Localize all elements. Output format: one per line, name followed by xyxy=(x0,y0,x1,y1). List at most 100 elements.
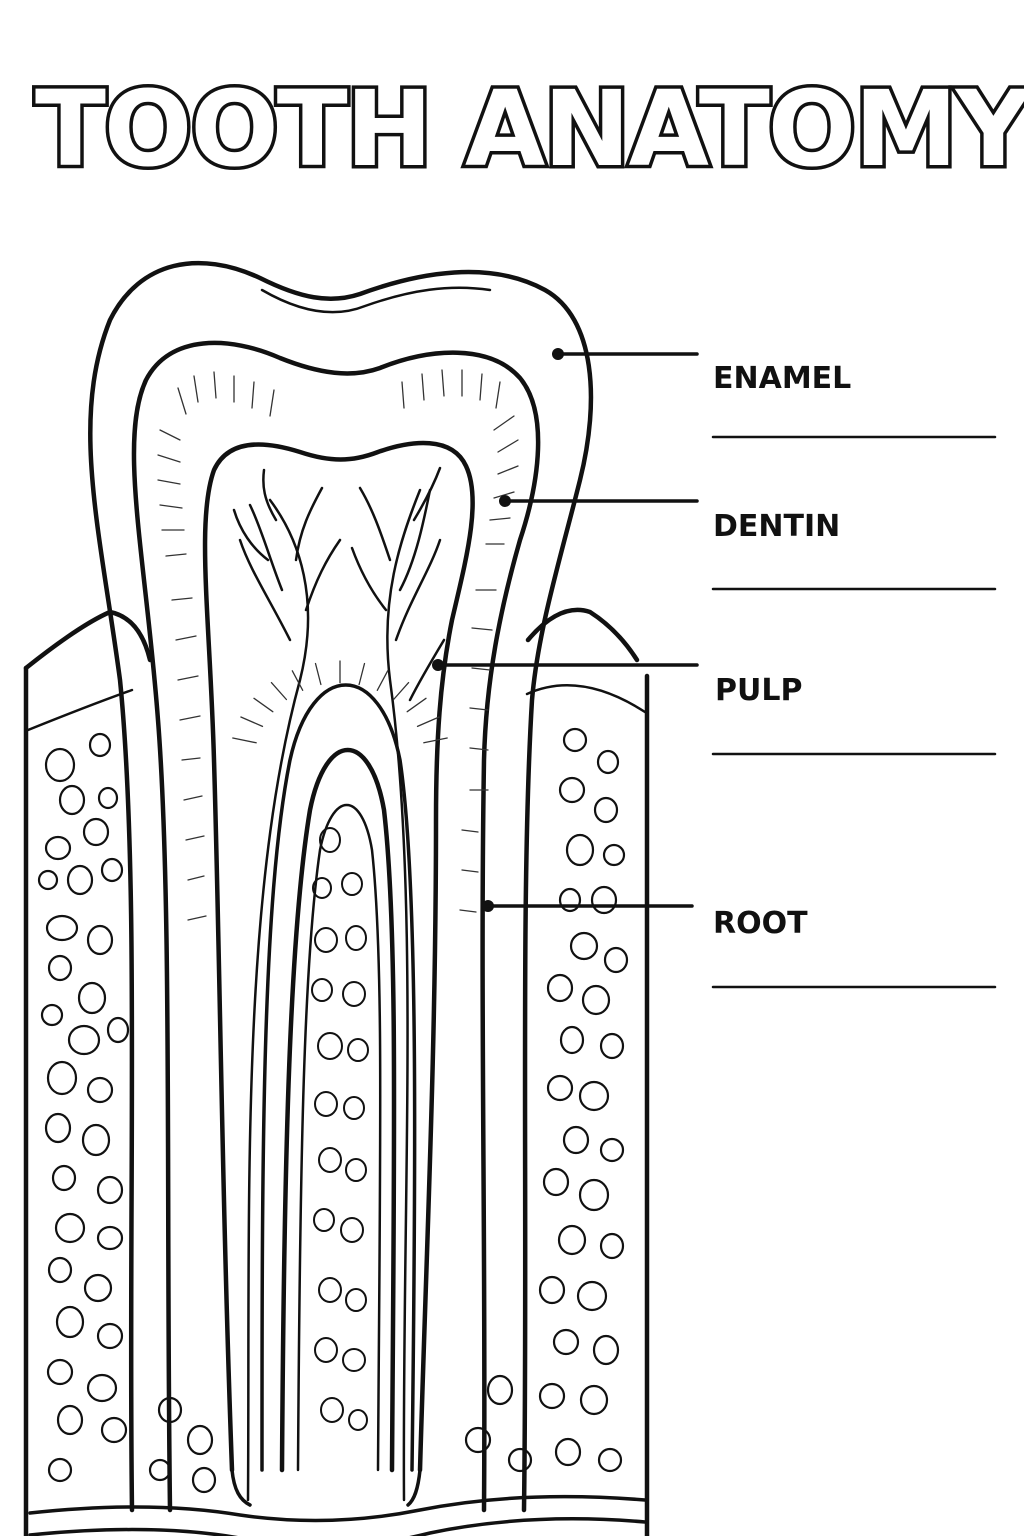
bone-pore xyxy=(49,1459,71,1481)
gum-left xyxy=(26,612,150,668)
label-pulp: PULP xyxy=(715,673,802,708)
bone-pore xyxy=(488,1376,512,1404)
dentin-tubule xyxy=(472,628,492,630)
bone-pore xyxy=(580,1082,608,1110)
tooth xyxy=(90,263,591,1510)
pulp-outline xyxy=(205,443,473,1470)
root-pore xyxy=(319,1278,341,1302)
bone-pore xyxy=(99,788,117,808)
gum-inner-right xyxy=(527,685,645,712)
bone-pore xyxy=(581,1386,607,1414)
nerve-left-b4 xyxy=(263,470,276,520)
bone-pore xyxy=(540,1277,564,1303)
nerve-right-b3 xyxy=(360,488,390,560)
bone-pore xyxy=(580,1180,608,1210)
dentin-tubule xyxy=(160,430,180,440)
bone-pore xyxy=(571,933,597,959)
bone-pore xyxy=(88,1375,116,1401)
bone-pore xyxy=(79,983,105,1013)
bone-pore xyxy=(578,1282,606,1310)
bone-pore xyxy=(559,1226,585,1254)
root-pore xyxy=(314,1209,334,1231)
page-title: TOOTH ANATOMY xyxy=(35,68,1024,190)
bone-pore xyxy=(46,749,74,781)
root-pore xyxy=(349,1410,367,1430)
bone-pore xyxy=(594,1336,618,1364)
bone-pore xyxy=(57,1307,83,1337)
bone-pore xyxy=(583,986,609,1014)
bone-pore xyxy=(69,1026,99,1054)
root-pore xyxy=(341,1218,363,1242)
dentin-tubule xyxy=(480,374,482,400)
inner-arc-ray xyxy=(233,738,256,743)
dentin-tubules xyxy=(158,370,518,920)
bone-pore xyxy=(47,916,77,940)
bone-pore xyxy=(46,837,70,859)
label-root: ROOT xyxy=(713,906,808,941)
root-pore xyxy=(344,1097,364,1119)
root-pore xyxy=(346,1159,366,1181)
dentin-tubule xyxy=(442,370,444,396)
dentin-tubule xyxy=(472,668,490,670)
bone-pore xyxy=(48,1360,72,1384)
dentin-outline xyxy=(134,343,538,1510)
bone-pore xyxy=(509,1449,531,1471)
bone-pores xyxy=(39,729,627,1492)
bone-pore xyxy=(548,1076,572,1100)
root-pore xyxy=(346,926,366,950)
dentin-tubule xyxy=(158,455,180,462)
bone-pore xyxy=(598,751,618,773)
bone-pore xyxy=(60,786,84,814)
bone-pore xyxy=(88,926,112,954)
dentin-tubule xyxy=(498,466,518,474)
bone-pore xyxy=(560,778,584,802)
bone-pore xyxy=(98,1227,122,1249)
label-enamel: ENAMEL xyxy=(713,361,851,396)
dentin-tubule xyxy=(422,374,424,400)
dentin-tubule xyxy=(252,382,254,408)
dentin-tubule xyxy=(178,676,198,680)
bone-pore xyxy=(540,1384,564,1408)
dentin-tubule xyxy=(490,518,510,520)
root-pore xyxy=(315,1338,337,1362)
bone-pore xyxy=(49,956,71,980)
bone-pore xyxy=(46,1114,70,1142)
bone-pore xyxy=(108,1018,128,1042)
root-pore xyxy=(346,1289,366,1311)
root-pore xyxy=(348,1039,368,1061)
bone-pore xyxy=(601,1139,623,1161)
root-pore xyxy=(321,1398,343,1422)
bone-pore xyxy=(601,1234,623,1258)
bone-pore xyxy=(150,1460,170,1480)
bone-pore xyxy=(68,866,92,894)
label-dentin: DENTIN xyxy=(713,509,840,544)
nerve-right-b1 xyxy=(396,540,440,640)
bone-pore xyxy=(604,845,624,865)
inner-arc-ray xyxy=(316,664,321,685)
dentin-tubule xyxy=(494,416,514,430)
dentin-tubule xyxy=(160,505,182,508)
gum-inner-left xyxy=(28,690,132,730)
bone-pore xyxy=(605,948,627,972)
bone-pore xyxy=(548,975,572,1001)
root-pore xyxy=(319,1148,341,1172)
bone-pore xyxy=(49,1258,71,1282)
dentin-tubule xyxy=(178,388,186,414)
bone-pore xyxy=(554,1330,578,1354)
inner-arc-ray xyxy=(359,664,364,685)
bone-pore xyxy=(564,1127,588,1153)
root-pore xyxy=(312,979,332,1001)
dentin-tubule xyxy=(402,382,404,408)
bone-pore xyxy=(188,1426,212,1454)
bone-pore xyxy=(98,1177,122,1203)
root-pore xyxy=(343,982,365,1006)
bone-pore xyxy=(90,734,110,756)
dentin-tubule xyxy=(462,870,478,872)
dentin-tubule xyxy=(158,480,180,484)
dentin-tubule xyxy=(180,716,200,720)
bone-pore xyxy=(544,1169,568,1195)
bone-pore xyxy=(595,798,617,822)
bone-pore xyxy=(599,1449,621,1471)
